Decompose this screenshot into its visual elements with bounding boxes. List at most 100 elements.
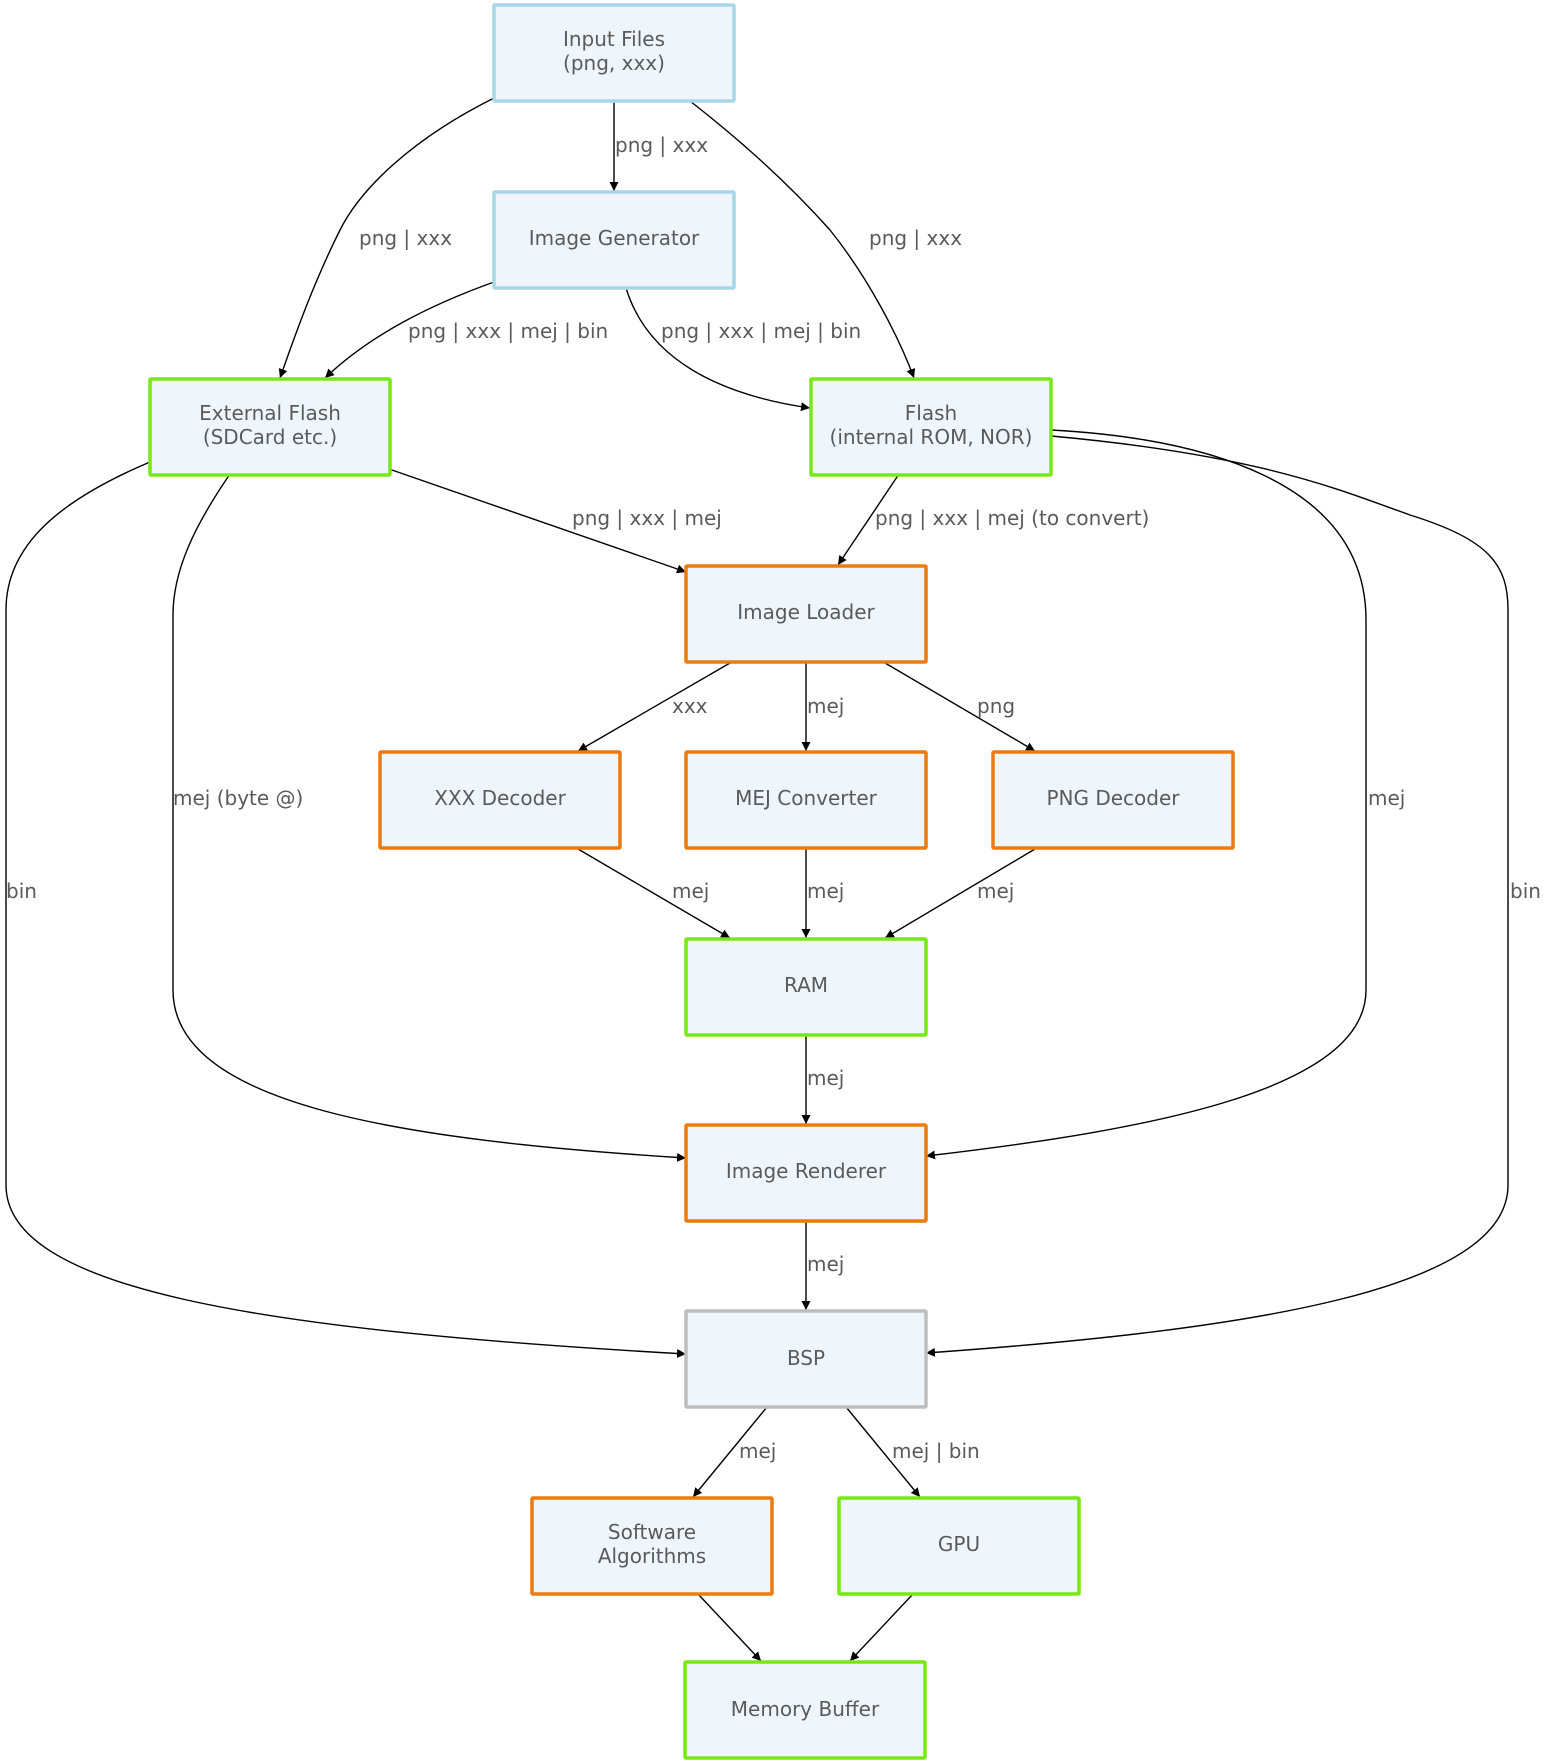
edge-label: mej | bin bbox=[892, 1439, 980, 1463]
edge-label: bin bbox=[6, 879, 37, 903]
edges: png | xxx png | xxx png | xxx png | xxx … bbox=[5, 97, 1541, 1662]
edge-label: png | xxx | mej (to convert) bbox=[875, 506, 1149, 530]
node-label: RAM bbox=[784, 973, 828, 997]
node-label: PNG Decoder bbox=[1046, 786, 1180, 810]
edge-external-flash-to-loader: png | xxx | mej bbox=[388, 468, 722, 574]
edge-line bbox=[925, 435, 1509, 1357]
edge-label: mej bbox=[739, 1439, 776, 1463]
node-xxx-decoder[interactable]: XXX Decoder bbox=[378, 750, 622, 850]
node-label: Image Renderer bbox=[726, 1159, 887, 1183]
edge-label: mej bbox=[672, 879, 709, 903]
edge-line bbox=[845, 1406, 921, 1498]
edge-flash-to-loader: png | xxx | mej (to convert) bbox=[837, 473, 1149, 566]
edge-label: bin bbox=[1510, 879, 1541, 903]
edge-line bbox=[577, 662, 731, 752]
node-label: XXX Decoder bbox=[434, 786, 566, 810]
node-box bbox=[530, 1496, 774, 1596]
edge-ram-to-renderer: mej bbox=[801, 1035, 844, 1124]
node-box bbox=[683, 1660, 927, 1760]
node-label: (png, xxx) bbox=[563, 51, 665, 75]
node-box bbox=[684, 1309, 928, 1409]
node-box bbox=[684, 1123, 928, 1223]
node-box bbox=[991, 750, 1235, 850]
node-label: GPU bbox=[938, 1532, 980, 1556]
edge-label: png | xxx bbox=[615, 133, 708, 157]
edge-line bbox=[849, 1593, 914, 1662]
node-label: External Flash bbox=[199, 401, 341, 425]
node-label: MEJ Converter bbox=[735, 786, 878, 810]
node-label: (internal ROM, NOR) bbox=[830, 425, 1033, 449]
node-memory-buffer[interactable]: Memory Buffer bbox=[683, 1660, 927, 1760]
node-label: Memory Buffer bbox=[731, 1697, 880, 1721]
node-label: Image Loader bbox=[737, 600, 875, 624]
edge-label: png | xxx | mej bbox=[572, 506, 722, 530]
node-image-generator[interactable]: Image Generator bbox=[492, 190, 736, 290]
edge-label: mej bbox=[807, 1066, 844, 1090]
node-box bbox=[684, 564, 928, 664]
edge-label: mej bbox=[1368, 786, 1405, 810]
edge-input-to-external-flash: png | xxx bbox=[278, 97, 495, 379]
edge-gpu-to-memory-buffer bbox=[849, 1593, 914, 1662]
node-box bbox=[378, 750, 622, 850]
edge-line bbox=[577, 848, 731, 939]
node-external-flash[interactable]: External Flash (SDCard etc.) bbox=[148, 377, 392, 477]
edge-label: png bbox=[977, 694, 1015, 718]
node-box bbox=[148, 377, 392, 477]
node-software-algorithms[interactable]: Software Algorithms bbox=[530, 1496, 774, 1596]
node-label: Software bbox=[608, 1520, 696, 1544]
edge-bsp-to-software: mej bbox=[692, 1406, 776, 1498]
edge-png-decoder-to-ram: mej bbox=[884, 848, 1036, 939]
edge-line bbox=[697, 1593, 762, 1662]
edge-input-to-generator: png | xxx bbox=[609, 101, 708, 191]
edge-line bbox=[388, 468, 687, 574]
node-ram[interactable]: RAM bbox=[684, 937, 928, 1037]
edge-mej-converter-to-ram: mej bbox=[801, 849, 844, 938]
edge-line bbox=[625, 287, 811, 412]
node-bsp[interactable]: BSP bbox=[684, 1309, 928, 1409]
node-label: Input Files bbox=[563, 27, 665, 51]
edge-external-flash-to-renderer: mej (byte @) bbox=[172, 473, 687, 1162]
edge-label: mej bbox=[807, 1252, 844, 1276]
edge-label: png | xxx | mej | bin bbox=[408, 319, 608, 343]
node-gpu[interactable]: GPU bbox=[837, 1496, 1081, 1596]
edge-line bbox=[5, 461, 687, 1358]
node-box bbox=[684, 750, 928, 850]
edge-loader-to-xxx-decoder: xxx bbox=[577, 662, 731, 752]
edge-line bbox=[278, 97, 495, 379]
node-box bbox=[492, 190, 736, 290]
node-image-renderer[interactable]: Image Renderer bbox=[684, 1123, 928, 1223]
node-image-loader[interactable]: Image Loader bbox=[684, 564, 928, 664]
edge-generator-to-external-flash: png | xxx | mej | bin bbox=[324, 281, 608, 379]
edge-line bbox=[324, 281, 495, 379]
node-box bbox=[492, 3, 736, 103]
edge-line bbox=[692, 1406, 768, 1498]
edge-external-flash-to-bsp: bin bbox=[5, 461, 687, 1358]
edge-xxx-decoder-to-ram: mej bbox=[577, 848, 731, 939]
node-mej-converter[interactable]: MEJ Converter bbox=[684, 750, 928, 850]
edge-flash-to-renderer: mej bbox=[925, 429, 1405, 1160]
edge-label: xxx bbox=[672, 694, 708, 718]
node-input-files[interactable]: Input Files (png, xxx) bbox=[492, 3, 736, 103]
node-label: (SDCard etc.) bbox=[203, 425, 337, 449]
edge-label: mej bbox=[807, 694, 844, 718]
edge-loader-to-png-decoder: png bbox=[884, 662, 1036, 752]
node-box bbox=[837, 1496, 1081, 1596]
edge-label: mej bbox=[977, 879, 1014, 903]
edge-label: png | xxx bbox=[359, 226, 452, 250]
edge-line bbox=[837, 473, 900, 566]
node-png-decoder[interactable]: PNG Decoder bbox=[991, 750, 1235, 850]
edge-line bbox=[925, 429, 1367, 1160]
nodes: Input Files (png, xxx) Image Generator E… bbox=[148, 3, 1235, 1760]
edge-line bbox=[172, 473, 687, 1162]
node-flash[interactable]: Flash (internal ROM, NOR) bbox=[809, 377, 1053, 477]
node-label: Algorithms bbox=[598, 1544, 706, 1568]
node-box bbox=[809, 377, 1053, 477]
edge-label: png | xxx bbox=[869, 226, 962, 250]
node-label: Image Generator bbox=[529, 226, 700, 250]
edge-flash-to-bsp: bin bbox=[925, 435, 1541, 1357]
edge-input-to-flash: png | xxx bbox=[689, 100, 962, 379]
node-label: BSP bbox=[787, 1346, 825, 1370]
edge-label: mej bbox=[807, 879, 844, 903]
edge-line bbox=[689, 100, 916, 379]
edge-line bbox=[884, 848, 1036, 939]
